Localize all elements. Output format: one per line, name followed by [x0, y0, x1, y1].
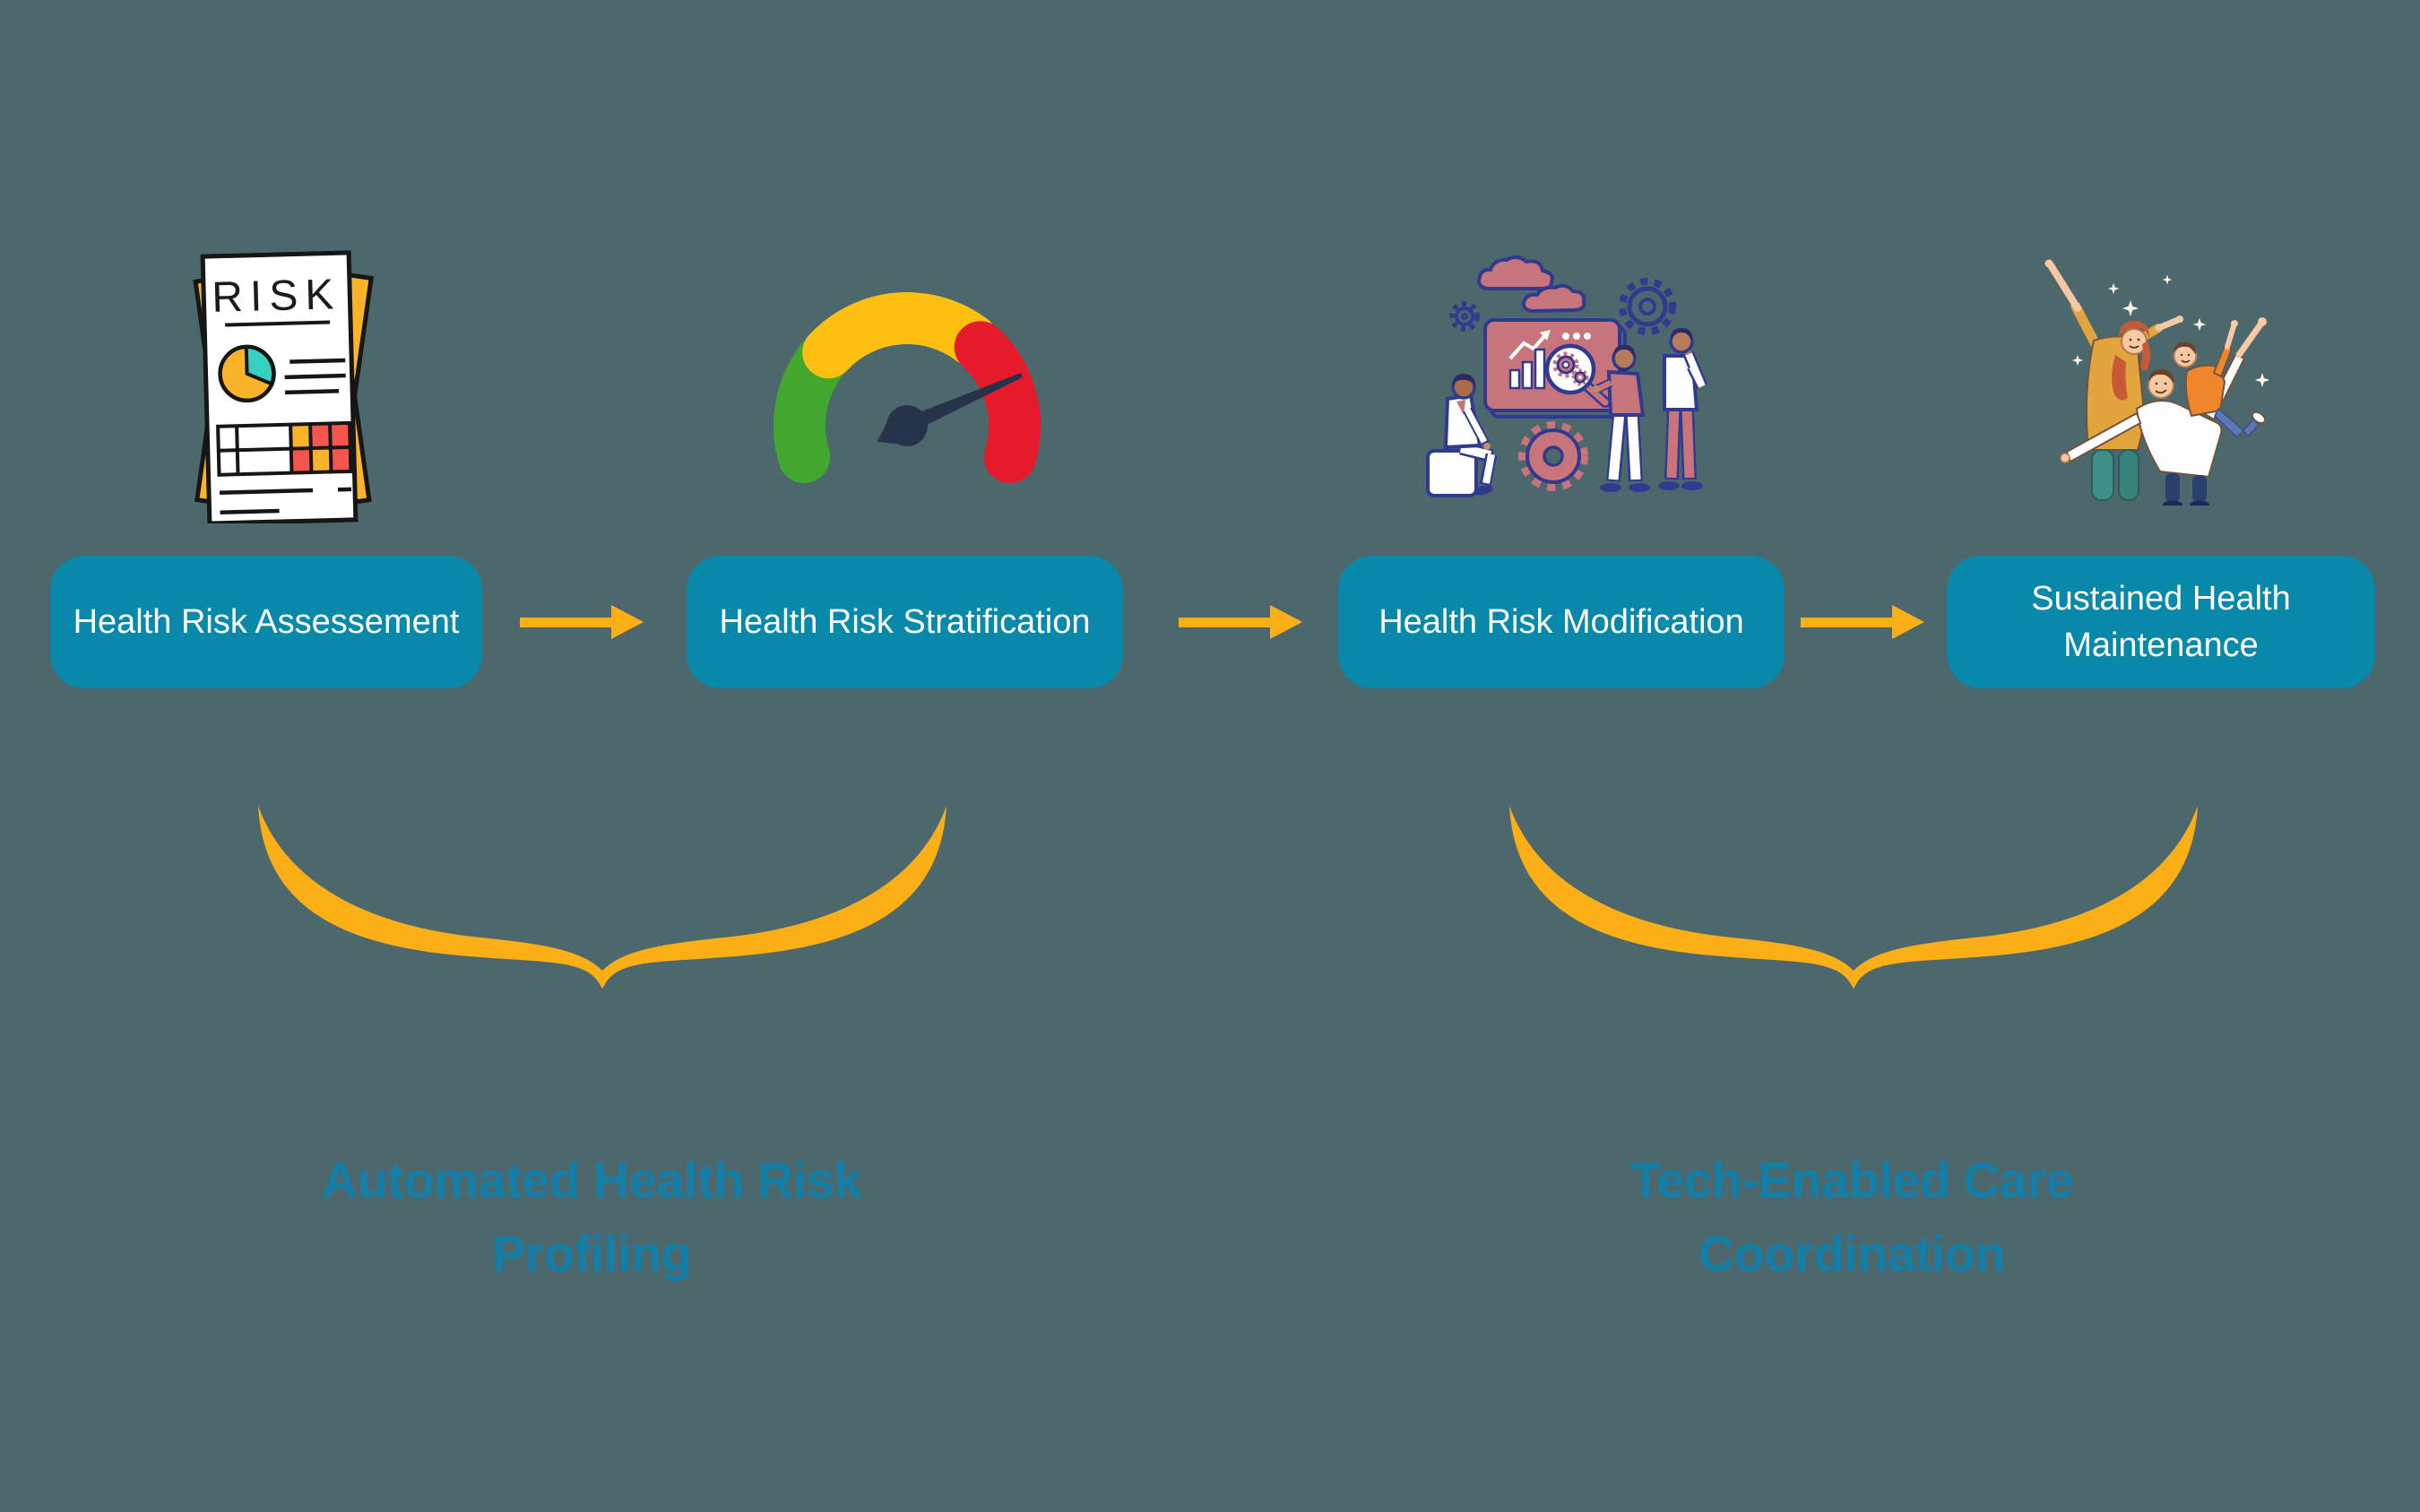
gear-icon [1449, 301, 1480, 332]
sparkles [2071, 274, 2270, 388]
risk-table [216, 420, 353, 477]
gauge-red-arc [954, 321, 1041, 483]
step-box-health-risk-stratification: Health Risk Stratification [687, 556, 1123, 688]
magnifier-gears-icon [1544, 343, 1611, 408]
curly-brace-icon [1509, 806, 2198, 989]
text-lines [284, 358, 346, 395]
risk-report-icon: RISK [193, 250, 374, 523]
person-thinking [1658, 328, 1707, 490]
cloud-icon [1522, 283, 1586, 314]
arrow-right-icon [520, 605, 644, 639]
caption-line: Profiling [491, 1225, 692, 1282]
arrow-right-icon [1801, 605, 1924, 639]
step-label: Health Risk Stratification [719, 602, 1091, 641]
child-figure [2173, 320, 2267, 439]
gear-icon [1518, 421, 1588, 491]
caption-line: Coordination [1698, 1225, 2006, 1282]
step-label-line: Sustained Health [2031, 579, 2291, 618]
step-box-sustained-health-maintenance: Sustained Health Maintenance [1947, 556, 2375, 688]
care-team-icon [1426, 255, 1707, 497]
text-lines [219, 487, 352, 515]
gear-icon [1619, 278, 1676, 335]
step-box-health-risk-modification: Health Risk Modification [1338, 556, 1785, 688]
cloud-icon [1477, 255, 1554, 290]
person-sitting [1426, 374, 1498, 497]
risk-title-text: RISK [212, 271, 341, 322]
group-caption-tech-enabled-care-coordination: Tech-Enabled Care Coordination [1448, 1144, 2255, 1291]
caption-line: Tech-Enabled Care [1629, 1152, 2074, 1208]
risk-sheet: RISK [200, 250, 359, 523]
curly-brace-icon [258, 806, 946, 989]
risk-gauge-icon [773, 292, 1041, 483]
happy-family-icon [2044, 259, 2270, 505]
step-label-line: Maintenance [2063, 626, 2259, 664]
caption-line: Automated Health Risk [321, 1152, 862, 1208]
step-label: Health Risk Assessement [73, 602, 460, 641]
gauge-needle [877, 373, 1024, 446]
step-label: Health Risk Modification [1379, 602, 1744, 641]
gauge-yellow-arc [802, 292, 998, 379]
pie-chart-icon [218, 344, 276, 403]
person-pointing [1593, 344, 1650, 492]
arrow-right-icon [1179, 605, 1302, 639]
group-caption-automated-health-risk-profiling: Automated Health Risk Profiling [188, 1144, 995, 1291]
step-box-health-risk-assessment: Health Risk Assessement [50, 556, 482, 688]
